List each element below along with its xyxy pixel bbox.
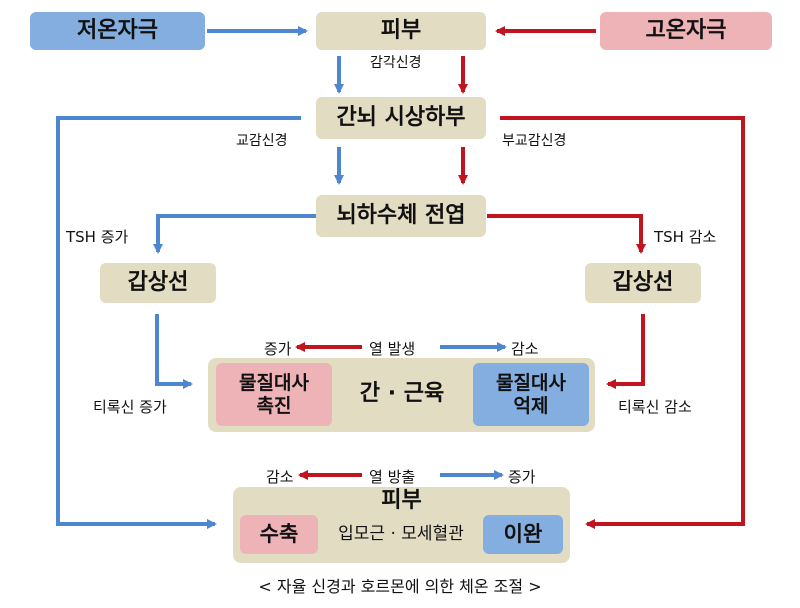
heat-release-label: 열 방출 [369, 468, 416, 486]
arrow-pit-thyroid-left [153, 214, 316, 254]
arrow-parasympathetic-to-skin [500, 116, 745, 529]
skin-bottom-title: 피부 [381, 487, 422, 513]
arrow-pit-thyroid-right [487, 214, 646, 254]
arrow-sympathetic-to-skin [56, 116, 301, 529]
contraction-box: 수축 [240, 515, 318, 554]
metabolism-promote-box: 물질대사 촉진 [216, 363, 332, 426]
skin-decrease-label: 감소 [266, 468, 294, 486]
thyroid-left-box: 갑상선 [100, 263, 216, 303]
metabolism-suppress-box: 물질대사 억제 [473, 363, 589, 426]
caption: < 자율 신경과 호르몬에 의한 체온 조절 > [258, 577, 542, 596]
thyroxine-decrease-label: 티록신 감소 [618, 398, 692, 416]
pituitary-box: 뇌하수체 전엽 [316, 195, 486, 237]
sympathetic-label: 교감신경 [236, 133, 288, 149]
arrow-thyroid-right-down [606, 314, 645, 389]
hypothalamus-box: 간뇌 시상하부 [316, 97, 486, 139]
relaxation-box: 이완 [483, 515, 563, 554]
skin-box: 피부 [316, 12, 486, 50]
thyroid-right-box: 갑상선 [585, 263, 701, 303]
heat-stimulus-box: 고온자극 [600, 12, 772, 50]
tsh-increase-label: TSH 증가 [66, 228, 129, 246]
liver-muscle-label: 간 · 근육 [359, 381, 445, 407]
skin-increase-label: 증가 [508, 468, 536, 486]
sensory-nerve-label: 감각신경 [370, 55, 422, 71]
liver-decrease-label: 감소 [511, 340, 539, 358]
tsh-decrease-label: TSH 감소 [654, 228, 717, 246]
erector-capillary-label: 입모근 · 모세혈관 [338, 524, 464, 545]
arrow-thyroid-left-down [155, 314, 193, 389]
thyroxine-increase-label: 티록신 증가 [93, 398, 167, 416]
parasympathetic-label: 부교감신경 [502, 133, 567, 149]
cold-stimulus-box: 저온자극 [30, 12, 205, 50]
liver-increase-label: 증가 [264, 340, 292, 358]
heat-generation-label: 열 발생 [369, 340, 416, 358]
